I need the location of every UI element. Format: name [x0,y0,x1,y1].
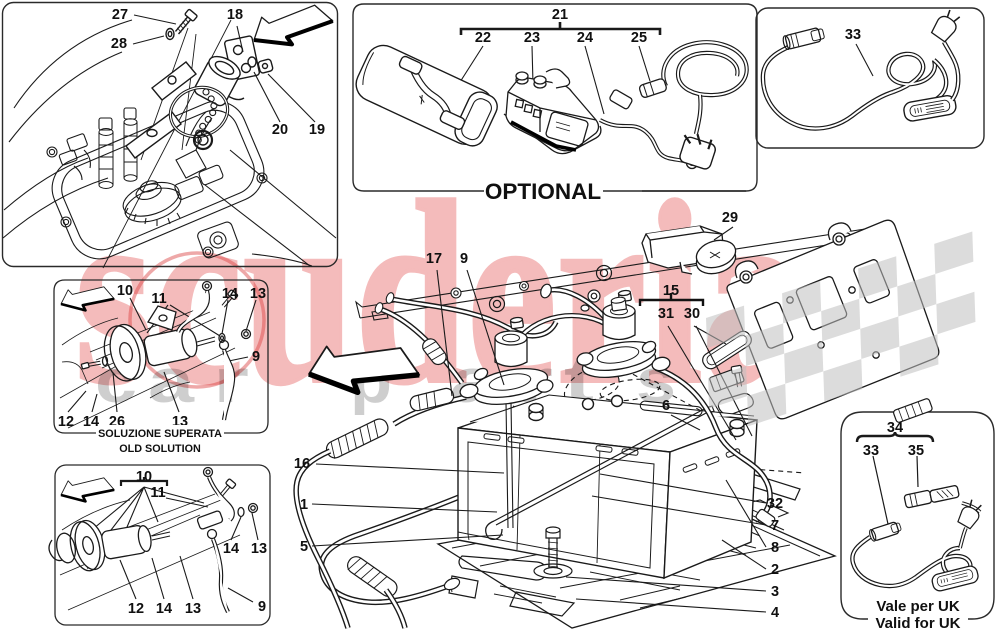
svg-text:13: 13 [250,286,266,302]
svg-text:9: 9 [258,599,266,615]
svg-text:11: 11 [151,291,166,307]
svg-text:31: 31 [658,306,674,322]
svg-text:14: 14 [156,601,172,617]
svg-text:OLD SOLUTION: OLD SOLUTION [119,443,201,455]
svg-text:10: 10 [136,469,152,485]
svg-text:1: 1 [300,497,308,513]
svg-text:16: 16 [294,456,310,472]
svg-text:22: 22 [475,30,491,46]
svg-text:13: 13 [251,541,267,557]
svg-text:9: 9 [460,251,468,267]
svg-text:23: 23 [524,30,540,46]
svg-text:33: 33 [845,27,861,43]
svg-text:32: 32 [767,496,783,512]
svg-text:27: 27 [112,7,128,23]
svg-text:4: 4 [771,605,779,621]
svg-text:14: 14 [222,286,238,302]
svg-text:2: 2 [771,562,779,578]
svg-text:25: 25 [631,30,647,46]
svg-text:12: 12 [128,601,144,617]
svg-text:24: 24 [577,30,593,46]
svg-text:29: 29 [722,210,738,226]
svg-text:33: 33 [863,443,879,459]
svg-text:Vale per UK: Vale per UK [876,598,960,615]
svg-text:13: 13 [185,601,201,617]
svg-text:5: 5 [300,539,308,555]
svg-text:14: 14 [223,541,239,557]
svg-text:34: 34 [887,420,903,436]
svg-text:18: 18 [227,7,243,23]
svg-text:10: 10 [117,283,133,299]
svg-text:20: 20 [272,122,288,138]
svg-text:OPTIONAL: OPTIONAL [485,179,602,204]
svg-text:8: 8 [771,540,779,556]
svg-text:19: 19 [309,122,325,138]
svg-text:11: 11 [150,485,165,501]
svg-text:Valid for UK: Valid for UK [875,615,960,630]
svg-text:15: 15 [663,283,679,299]
svg-text:35: 35 [908,443,924,459]
svg-text:9: 9 [252,349,260,365]
svg-text:12: 12 [58,414,74,430]
svg-text:7: 7 [771,518,779,534]
svg-text:SOLUZIONE SUPERATA: SOLUZIONE SUPERATA [98,428,222,440]
svg-text:30: 30 [684,306,700,322]
svg-text:17: 17 [426,251,442,267]
svg-text:21: 21 [552,7,568,23]
svg-text:3: 3 [771,584,779,600]
svg-text:28: 28 [111,36,127,52]
svg-text:6: 6 [662,398,670,414]
svg-text:14: 14 [83,414,99,430]
